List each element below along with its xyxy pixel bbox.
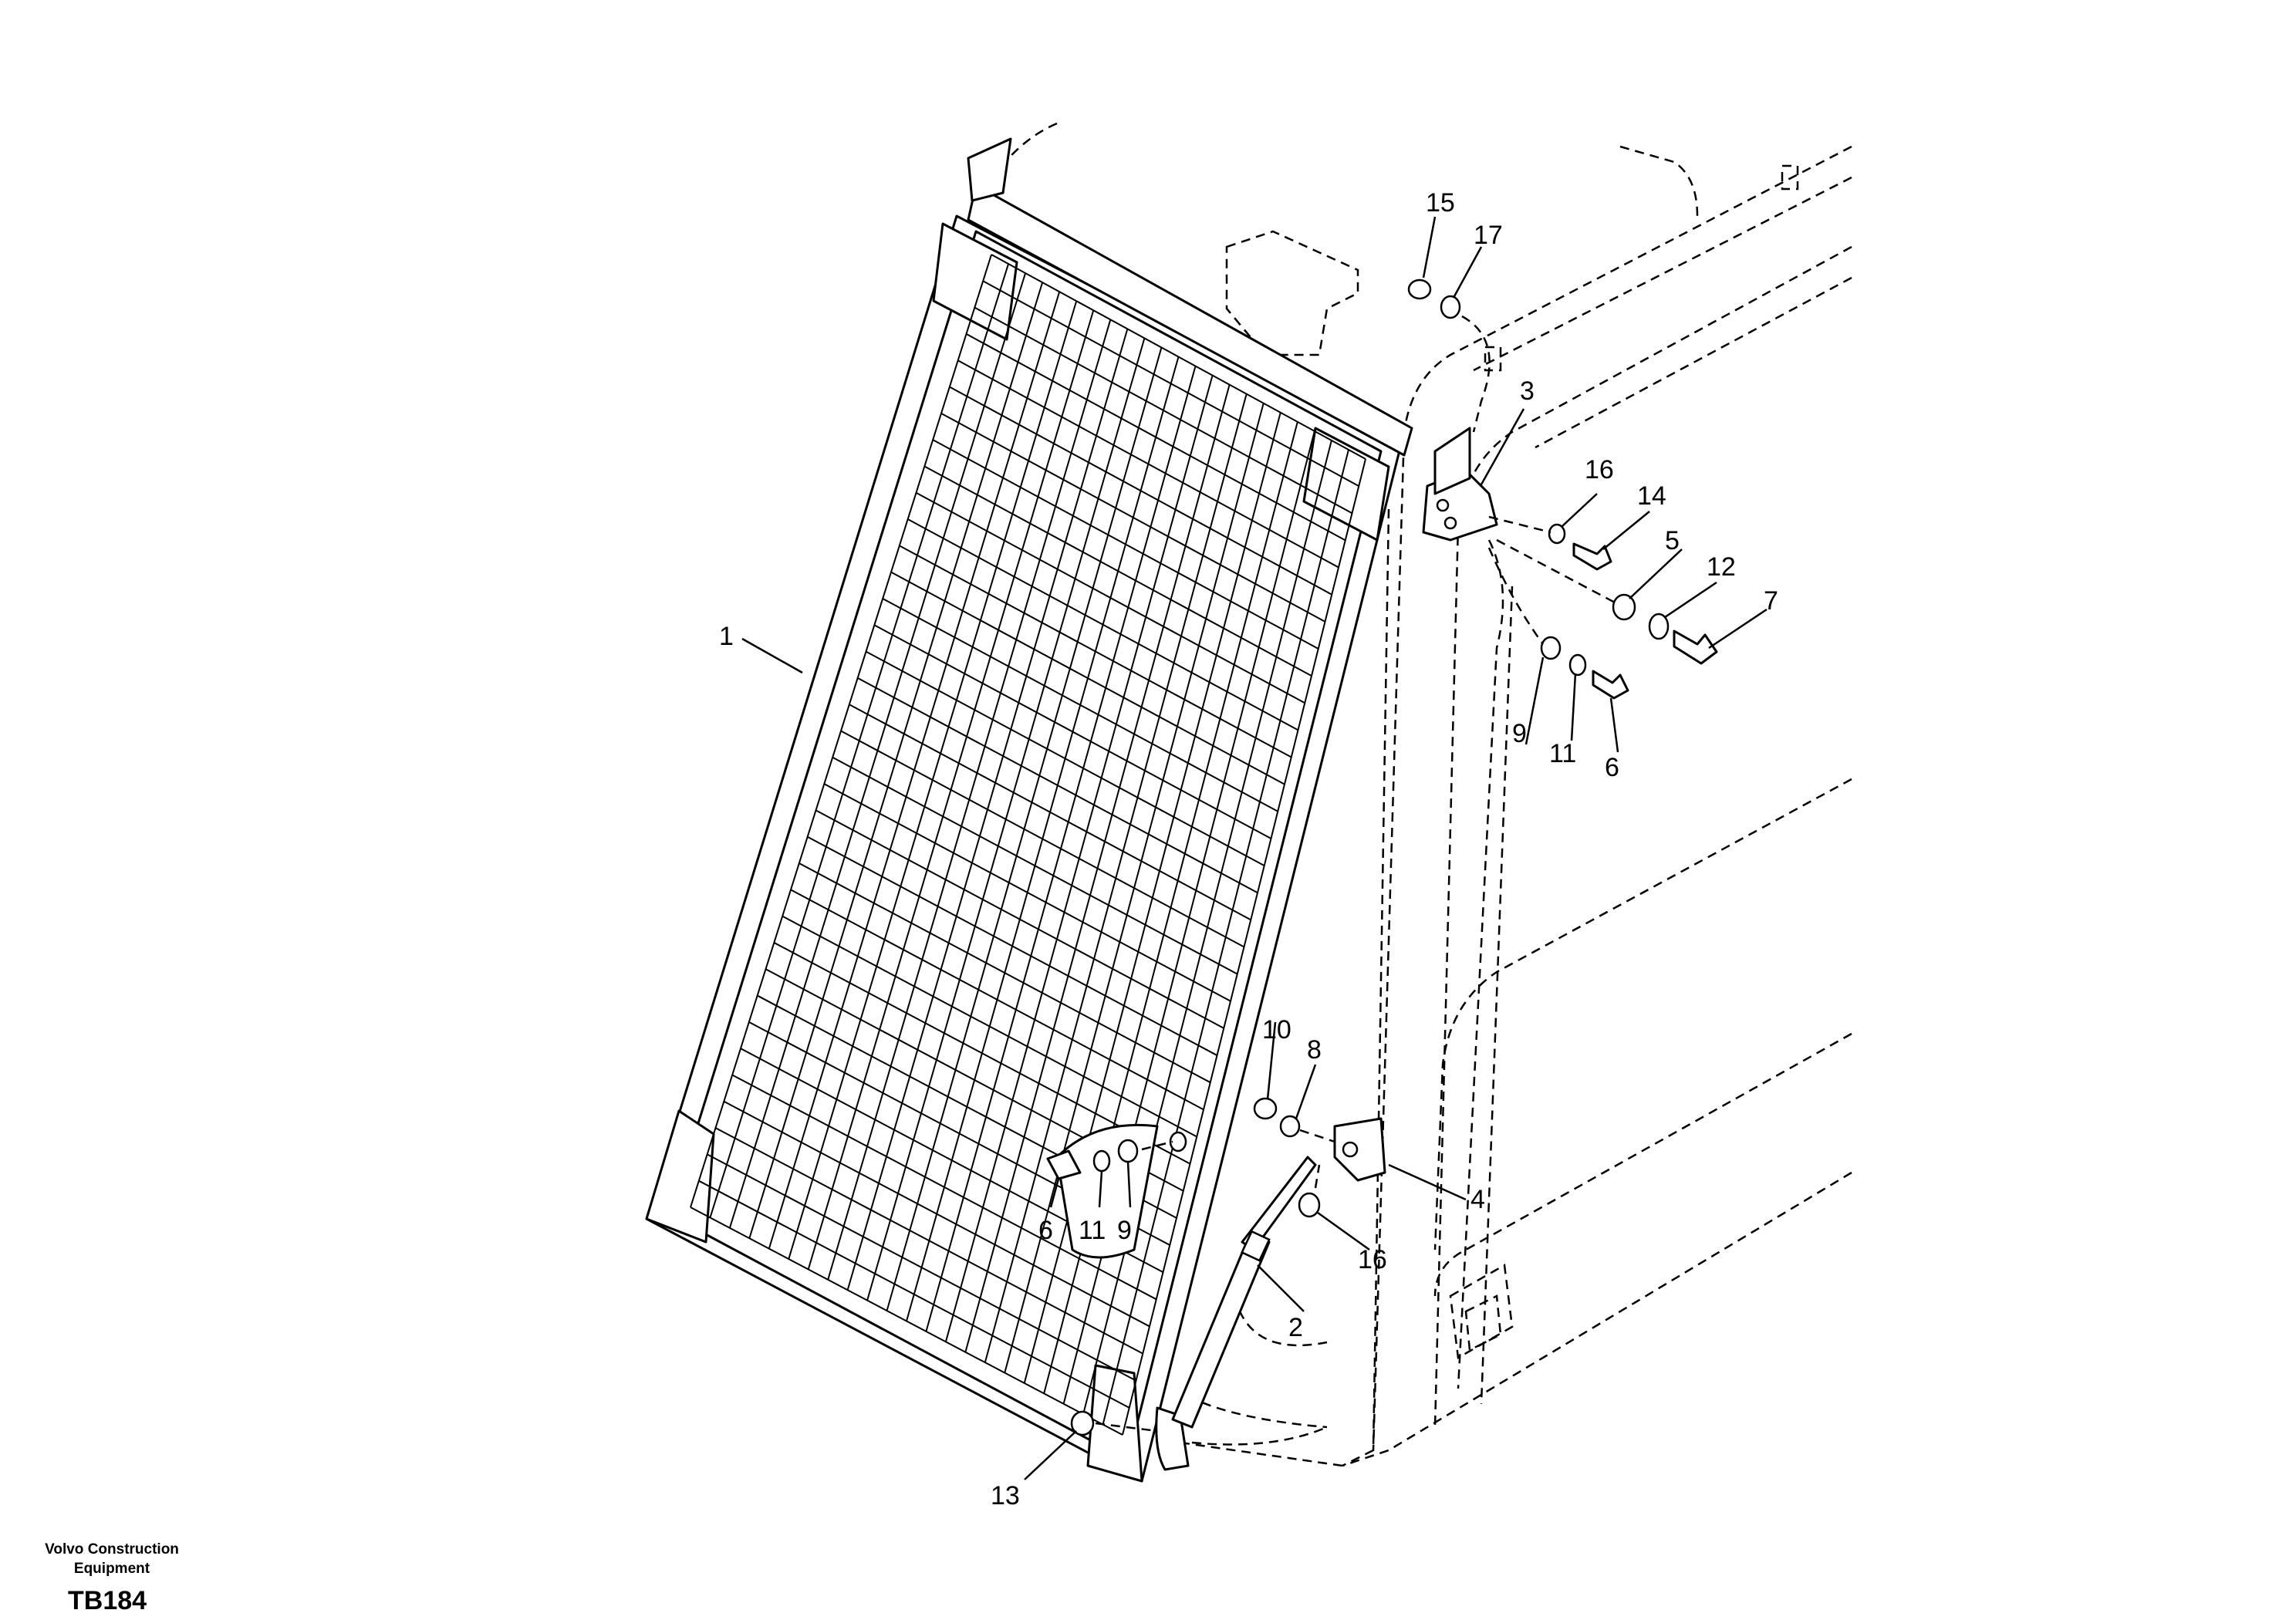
callout-6-right: 6 xyxy=(1605,753,1619,782)
callout-3: 3 xyxy=(1520,376,1535,406)
callout-7: 7 xyxy=(1764,586,1778,616)
callout-1: 1 xyxy=(719,622,734,651)
callout-labels: 1 2 3 4 5 6 7 8 9 10 11 12 13 14 15 16 1… xyxy=(719,188,1778,1510)
callout-5: 5 xyxy=(1665,526,1680,555)
cab-outline xyxy=(963,122,1852,1467)
callout-10: 10 xyxy=(1262,1015,1292,1045)
callout-leaders xyxy=(741,216,1768,1480)
callout-16-bottom: 16 xyxy=(1358,1245,1387,1274)
lower-bracket xyxy=(1333,1117,1386,1182)
callout-12: 12 xyxy=(1707,552,1736,582)
protective-grille xyxy=(645,137,1413,1483)
callout-11-right: 11 xyxy=(1549,739,1576,768)
callout-15: 15 xyxy=(1426,188,1455,218)
callout-8: 8 xyxy=(1307,1035,1322,1065)
callout-2: 2 xyxy=(1288,1313,1303,1342)
callout-6-left: 6 xyxy=(1038,1216,1053,1245)
company-name-line1: Volvo Construction xyxy=(45,1541,179,1558)
company-name-line2: Equipment xyxy=(73,1561,150,1577)
callout-9-right: 9 xyxy=(1512,719,1527,748)
callout-14: 14 xyxy=(1637,481,1666,511)
gas-strut xyxy=(1171,1156,1317,1429)
callout-4: 4 xyxy=(1470,1185,1485,1214)
callout-17: 17 xyxy=(1474,221,1503,250)
callout-9-left: 9 xyxy=(1117,1216,1132,1245)
upper-bracket xyxy=(1422,427,1498,542)
callout-16-top: 16 xyxy=(1585,455,1614,484)
callout-11-left: 11 xyxy=(1079,1216,1106,1245)
figure-code: TB184 xyxy=(68,1586,147,1615)
publisher-footer: Volvo Construction Equipment TB184 xyxy=(31,1540,193,1616)
callout-13: 13 xyxy=(991,1481,1020,1510)
hardware xyxy=(1046,278,1718,1446)
